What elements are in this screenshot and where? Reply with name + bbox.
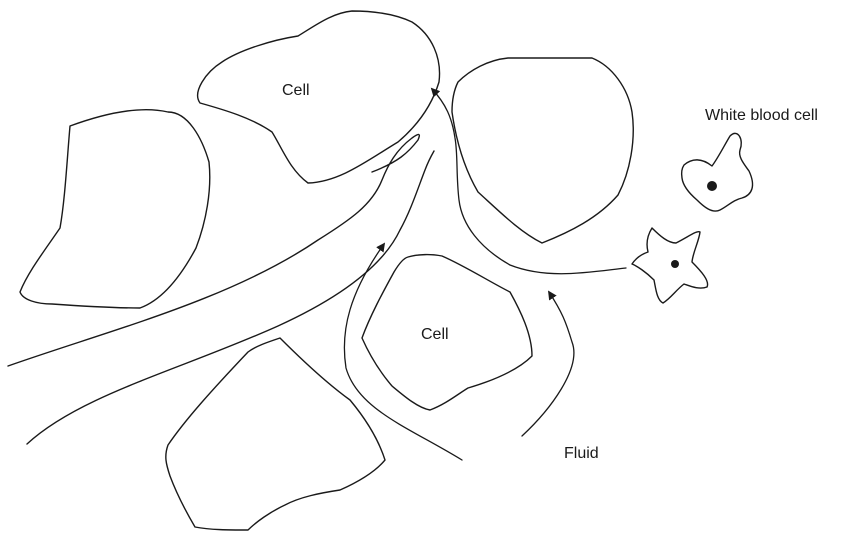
white-blood-cell-migration-path	[430, 87, 627, 275]
capillary-upper-wall	[7, 133, 421, 367]
fluid-flow-arrow-right	[521, 290, 575, 437]
white-blood-cell-label: White blood cell	[705, 107, 818, 124]
cell-top-right-outline	[451, 57, 634, 244]
fluid-label: Fluid	[564, 445, 599, 462]
fluid-flow-arrow-left	[343, 242, 463, 461]
cell-top-outline	[197, 10, 441, 184]
capillary-lower-wall	[26, 150, 435, 445]
cell-left-outline	[19, 109, 211, 309]
white-blood-cell-upper-outline	[680, 132, 754, 212]
white-blood-cell-upper-nucleus	[707, 181, 717, 191]
white-blood-cell-lower-nucleus	[671, 260, 679, 268]
white-blood-cell-lower-outline	[631, 227, 709, 304]
cell-center-outline	[361, 253, 533, 411]
cell-label-top: Cell	[282, 82, 310, 99]
cell-label-center: Cell	[421, 326, 449, 343]
cell-bottom-outline	[165, 337, 386, 531]
